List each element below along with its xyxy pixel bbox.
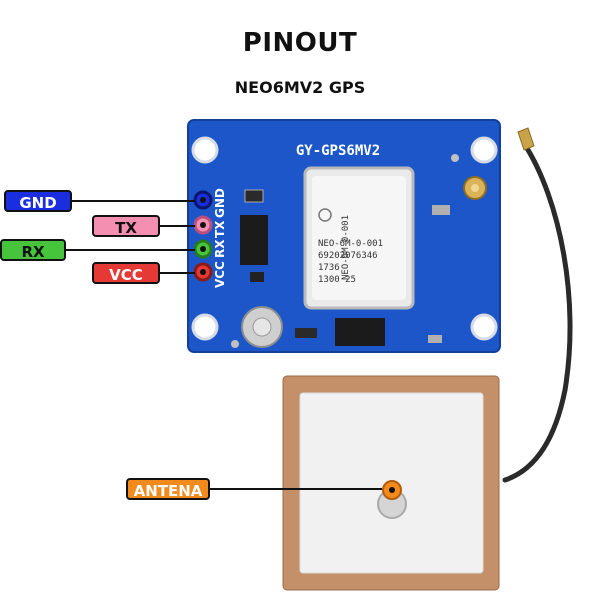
antenna-label: ANTENA	[126, 478, 210, 500]
module-text: NEO-6M-0-001 69202076346 69202076346 173…	[318, 215, 378, 285]
smd-component	[250, 272, 264, 282]
header-pins	[193, 190, 213, 282]
pin-label-silkscreen: GND TX RX VCC	[213, 188, 227, 288]
gnd-label: GND	[4, 190, 72, 212]
tx-label: TX	[92, 215, 160, 237]
pad	[231, 340, 239, 348]
board-silkscreen: GY-GPS6MV2	[296, 143, 380, 159]
antenna-cable-connector	[517, 127, 535, 151]
smd-component	[428, 335, 442, 343]
regulator-chip	[240, 215, 268, 265]
svg-text:1300 25: 1300 25	[318, 275, 356, 285]
smd-component	[295, 328, 317, 338]
smd-component	[244, 189, 264, 203]
mounting-hole	[470, 136, 498, 164]
module-logo	[318, 208, 332, 222]
silk-gnd: GND	[213, 188, 227, 218]
mounting-holes	[191, 136, 498, 341]
svg-text:1736: 1736	[318, 263, 340, 273]
mounting-hole	[191, 136, 219, 164]
svg-text:NEO-6M-0-001: NEO-6M-0-001	[341, 215, 351, 280]
page-title: PINOUT	[242, 28, 358, 58]
rx-label: RX	[0, 239, 66, 261]
silk-tx: TX	[213, 220, 227, 238]
mounting-hole	[191, 313, 219, 341]
antenna-cable	[502, 142, 573, 483]
leader-lines	[66, 200, 195, 274]
pad	[451, 154, 459, 162]
eeprom-chip	[335, 318, 385, 346]
vcc-label: VCC	[92, 262, 160, 284]
silk-vcc: VCC	[213, 261, 227, 288]
smd-component	[432, 205, 450, 215]
svg-text:69202076346: 69202076346	[318, 251, 378, 261]
silk-rx: RX	[213, 239, 227, 258]
svg-text:NEO-6M-0-001: NEO-6M-0-001	[318, 239, 383, 249]
page-subtitle: NEO6MV2 GPS	[234, 78, 366, 97]
mounting-hole	[470, 313, 498, 341]
